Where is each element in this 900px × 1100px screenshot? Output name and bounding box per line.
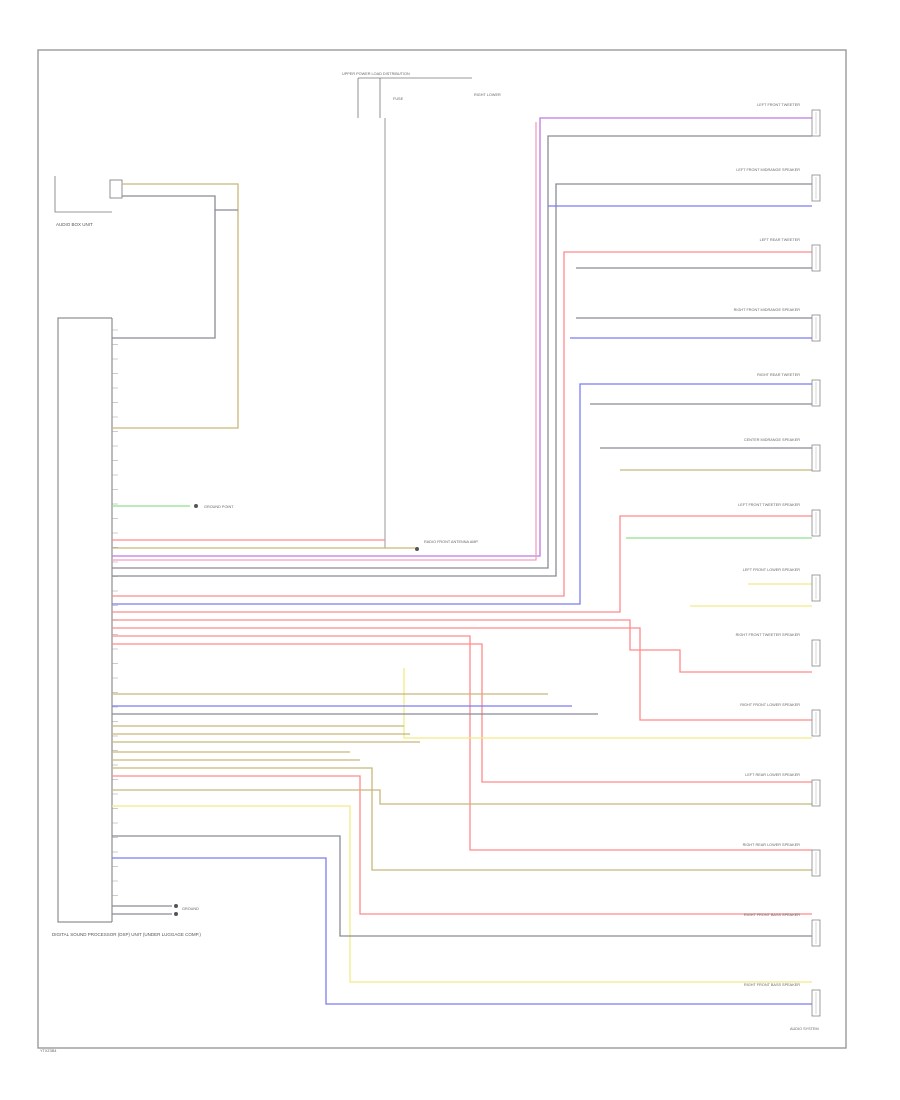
speaker-s3: LEFT REAR TWEETER <box>760 238 821 272</box>
wire-pink <box>112 122 537 561</box>
wire-tan <box>112 789 812 805</box>
speaker-s8: LEFT FRONT LOWER SPEAKER <box>743 568 821 602</box>
wire-gray <box>112 135 812 569</box>
speaker-label: LEFT FRONT MIDRANGE SPEAKER <box>736 168 800 172</box>
speaker-label: LEFT REAR LOWER SPEAKER <box>745 773 800 777</box>
power-distribution: UPPER POWER LOAD DISTRIBUTION FUSE RIGHT… <box>342 72 501 548</box>
speaker-label: CENTER MIDRANGE SPEAKER <box>744 438 800 442</box>
wire-red <box>112 515 812 613</box>
speaker-s5: RIGHT REAR TWEETER <box>757 373 821 407</box>
wire-purple <box>112 117 812 557</box>
speaker-label: RIGHT REAR TWEETER <box>757 373 800 377</box>
diagram-border <box>37 49 847 1049</box>
diagram-id: YTXZ3B4 <box>40 1049 56 1053</box>
wires <box>112 117 812 1005</box>
speaker-label: RIGHT FRONT BASS SPEAKER <box>744 983 800 987</box>
radio-antenna: RADIO FRONT ANTENNA AMP. <box>415 540 479 551</box>
wire-red <box>112 643 812 783</box>
speakers: LEFT FRONT TWEETER LEFT FRONT MIDRANGE SP… <box>734 103 821 1017</box>
wire-gray <box>112 835 812 937</box>
wire-red <box>112 635 812 851</box>
wire-tan <box>112 183 239 429</box>
speaker-label: RIGHT REAR LOWER SPEAKER <box>743 843 801 847</box>
wire-gray <box>112 195 216 339</box>
wire-blue <box>112 857 812 1005</box>
speaker-s13: RIGHT FRONT BASS SPEAKER <box>744 913 821 947</box>
speaker-label: LEFT REAR TWEETER <box>760 238 801 242</box>
speaker-s9: RIGHT FRONT TWEETER SPEAKER <box>736 633 821 667</box>
right-lower-label: RIGHT LOWER <box>474 93 501 97</box>
speaker-s10: RIGHT FRONT LOWER SPEAKER <box>740 703 821 737</box>
wire-red <box>112 627 812 721</box>
fuse-label: FUSE <box>393 97 404 101</box>
speaker-label: RIGHT FRONT BASS SPEAKER <box>744 913 800 917</box>
wire-yellow <box>112 805 812 983</box>
speaker-s2: LEFT FRONT MIDRANGE SPEAKER <box>736 168 821 202</box>
audio-box-label: AUDIO BOX UNIT <box>56 222 93 227</box>
speaker-label: RIGHT FRONT MIDRANGE SPEAKER <box>734 308 801 312</box>
wire-red <box>112 619 812 673</box>
speaker-label: RIGHT FRONT LOWER SPEAKER <box>740 703 800 707</box>
audio-box: AUDIO BOX UNIT <box>54 176 123 227</box>
page-ref-label: AUDIO SYSTEM <box>790 1027 819 1031</box>
speaker-s12: RIGHT REAR LOWER SPEAKER <box>743 843 821 877</box>
wire-gray <box>112 183 812 577</box>
dsp-module-label: DIGITAL SOUND PROCESSOR (DSP) UNIT (UNDE… <box>52 932 201 937</box>
ground-point: GROUND POINT GROUND <box>174 504 234 916</box>
wire-blue <box>112 383 812 605</box>
wire-red <box>112 251 812 597</box>
power-distribution-label: UPPER POWER LOAD DISTRIBUTION <box>342 72 410 76</box>
dsp-pins <box>112 329 118 896</box>
wire-tan <box>112 767 812 871</box>
speaker-label: LEFT FRONT TWEETER SPEAKER <box>738 503 800 507</box>
speaker-s14: RIGHT FRONT BASS SPEAKER <box>744 983 821 1017</box>
speaker-label: LEFT FRONT TWEETER <box>757 103 800 107</box>
speaker-label: RIGHT FRONT TWEETER SPEAKER <box>736 633 801 637</box>
speaker-s1: LEFT FRONT TWEETER <box>757 103 821 137</box>
radio-antenna-label: RADIO FRONT ANTENNA AMP. <box>424 540 479 544</box>
speaker-s7: LEFT FRONT TWEETER SPEAKER <box>738 503 821 537</box>
ground-label: GROUND <box>182 907 199 911</box>
speaker-s11: LEFT REAR LOWER SPEAKER <box>745 773 821 807</box>
ground-point-label: GROUND POINT <box>204 505 234 509</box>
speaker-label: LEFT FRONT LOWER SPEAKER <box>743 568 801 572</box>
wire-red <box>112 775 812 915</box>
speaker-s4: RIGHT FRONT MIDRANGE SPEAKER <box>734 308 821 342</box>
speaker-s6: CENTER MIDRANGE SPEAKER <box>744 438 821 472</box>
wire-yellow <box>403 668 812 739</box>
